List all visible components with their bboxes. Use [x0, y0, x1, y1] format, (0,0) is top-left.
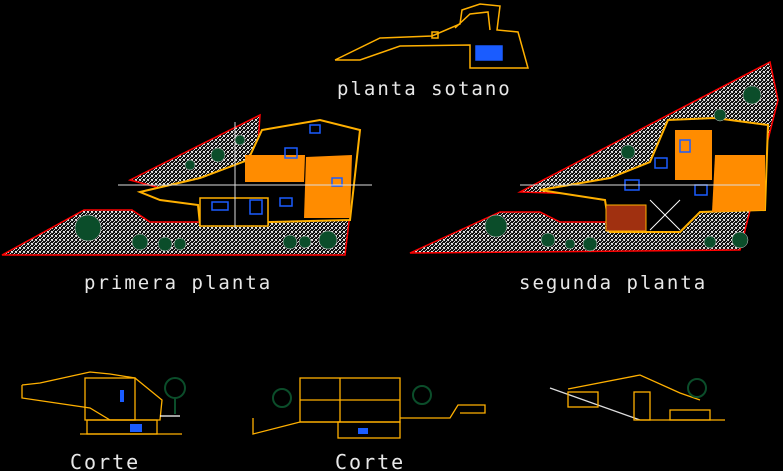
second-floor-plan-label: segunda planta [519, 272, 708, 294]
first-floor-plan [1, 113, 372, 256]
second-floor-plan [409, 60, 779, 254]
section-2-label: Corte [335, 450, 406, 471]
section-2 [252, 377, 486, 439]
section-1 [21, 371, 186, 435]
basement-plan [334, 3, 529, 69]
car-icon [475, 45, 503, 61]
trees [484, 85, 762, 252]
section-1-label: Corte [70, 450, 141, 471]
basement-plan-label: planta sotano [337, 78, 512, 100]
first-floor-plan-label: primera planta [84, 272, 273, 294]
trees [74, 134, 338, 252]
section-3 [549, 374, 725, 421]
